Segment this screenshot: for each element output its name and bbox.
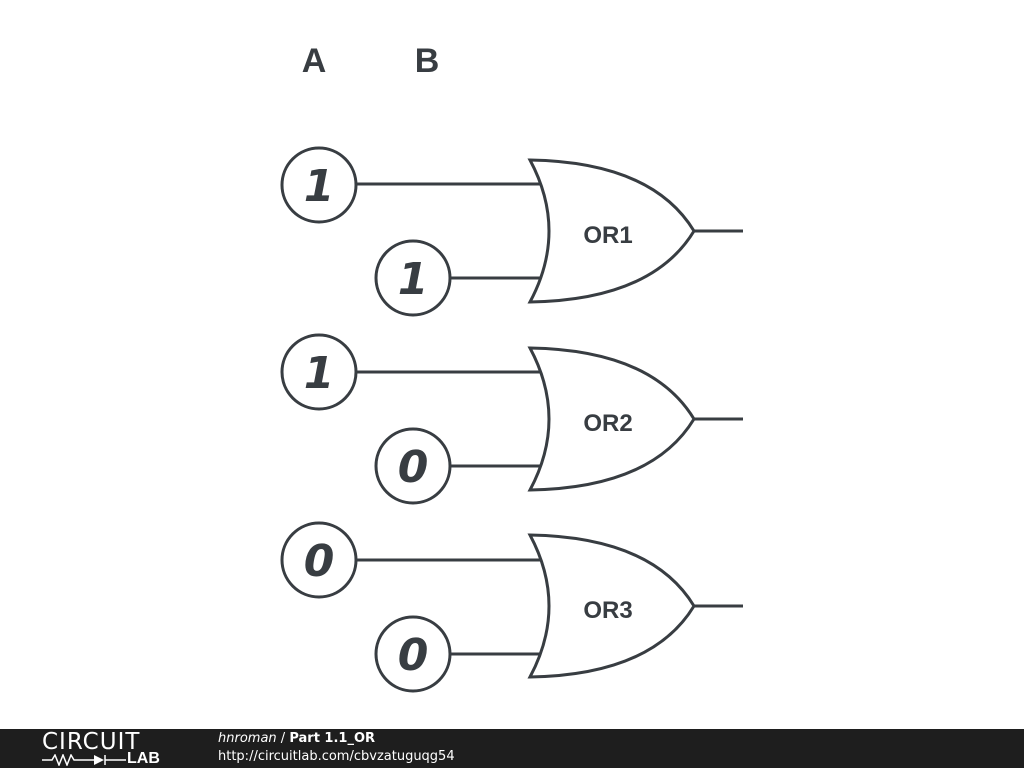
or-gate-symbol (527, 346, 696, 492)
or-gate-group-1: OR1 1 1 (280, 146, 743, 317)
circuit-credits: hnroman / Part 1.1_OR http://circuitlab.… (218, 730, 455, 766)
resistor-diode-icon (42, 754, 126, 766)
input-b-node[interactable] (374, 239, 452, 317)
credit-separator: / (280, 731, 286, 746)
input-a-value: 0 (304, 536, 335, 587)
author-link[interactable]: hnroman (218, 731, 277, 746)
gate-label: OR2 (583, 410, 632, 437)
logo-wordmark-top: CIRCUIT (42, 729, 141, 755)
input-a-node[interactable] (280, 521, 358, 599)
input-a-header: A (302, 42, 327, 80)
input-b-value: 1 (398, 254, 429, 305)
input-a-value: 1 (304, 161, 335, 212)
input-a-node[interactable] (280, 146, 358, 224)
gate-label: OR3 (583, 597, 632, 624)
input-b-node[interactable] (374, 427, 452, 505)
input-b-node[interactable] (374, 615, 452, 693)
input-b-header: B (415, 42, 440, 80)
gate-label: OR1 (583, 222, 632, 249)
logo-wordmark-bottom: LAB (127, 750, 160, 767)
or-gate-group-2: OR2 1 0 (280, 333, 743, 505)
footer-bar: CIRCUIT LAB hnroman / Part 1.1_OR http:/… (0, 729, 1024, 768)
input-a-node[interactable] (280, 333, 358, 411)
circuit-title[interactable]: Part 1.1_OR (289, 731, 376, 746)
input-a-value: 1 (304, 348, 335, 399)
or-gate-symbol (527, 533, 696, 679)
or-gate-symbol (527, 158, 696, 304)
or-gate-group-3: OR3 0 0 (280, 521, 743, 693)
input-b-value: 0 (398, 442, 429, 493)
input-b-value: 0 (398, 630, 429, 681)
circuit-url-link[interactable]: http://circuitlab.com/cbvzatuguqg54 (218, 749, 455, 764)
circuitlab-logo[interactable]: CIRCUIT LAB (42, 730, 182, 768)
